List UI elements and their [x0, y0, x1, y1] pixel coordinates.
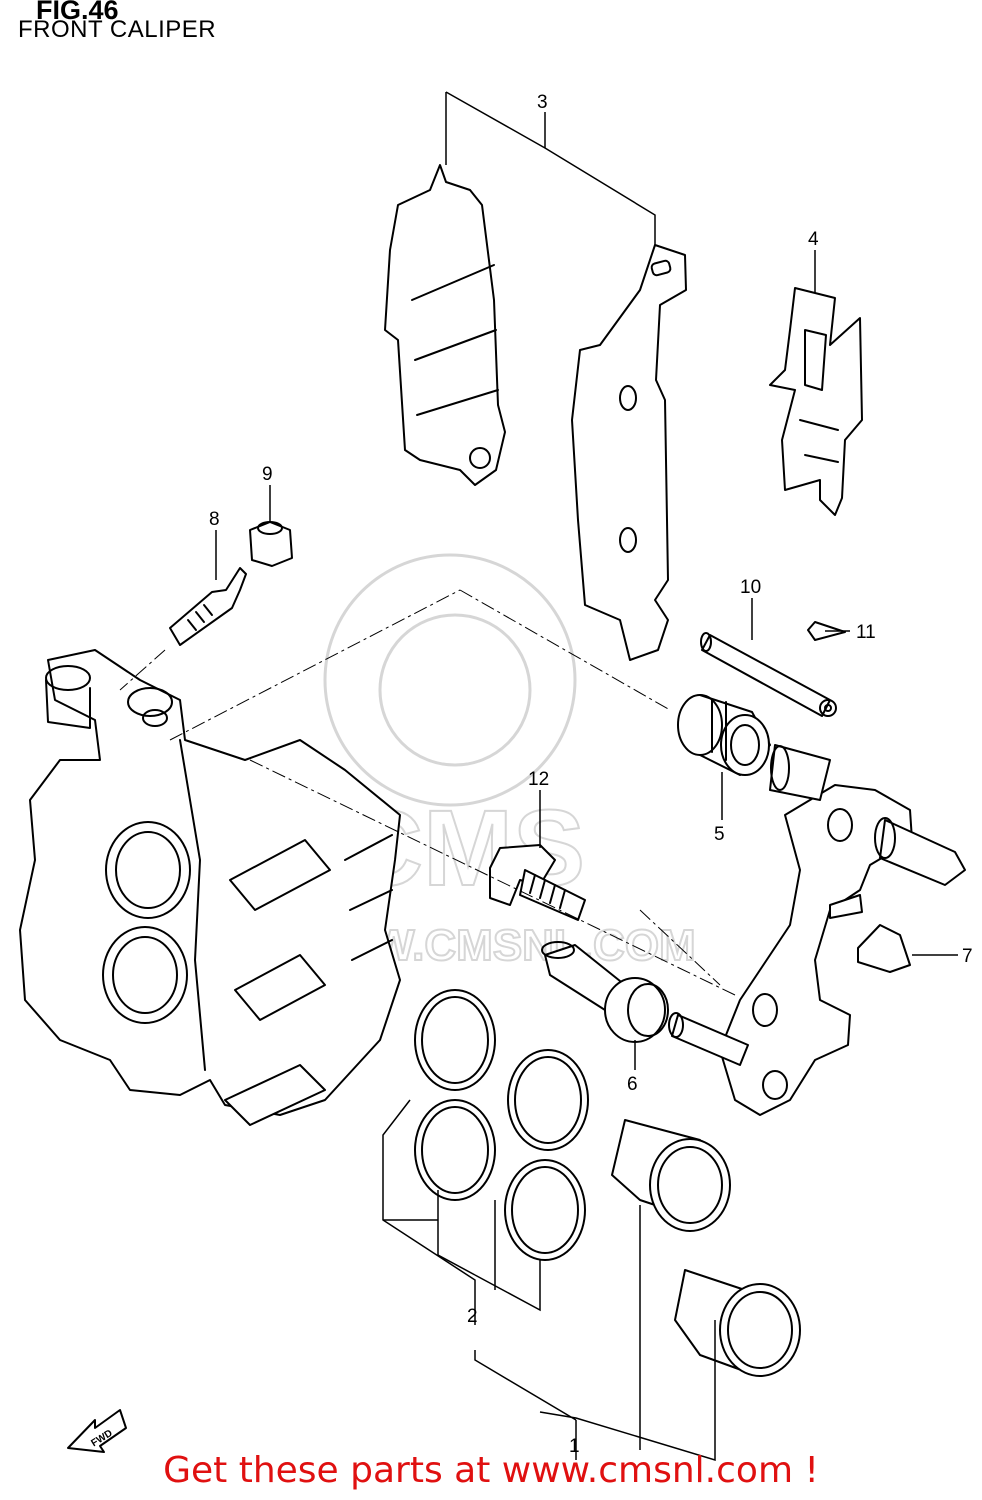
caliper-body	[19, 649, 401, 1126]
callout-11: 11	[856, 622, 876, 643]
callout-12: 12	[528, 769, 549, 790]
leader-lines	[215, 91, 958, 1462]
fwd-arrow-icon: FWD	[67, 1409, 127, 1453]
part-3-brake-pads	[384, 164, 687, 661]
part-1-pistons	[611, 1119, 801, 1377]
guide-lines	[119, 589, 736, 996]
part-4-pad-spring	[769, 287, 863, 516]
part-7-clip	[857, 924, 911, 973]
callout-4: 4	[808, 229, 819, 250]
part-8-bleeder-screw	[169, 567, 247, 646]
figure-number: FIG.46	[36, 0, 119, 25]
part-6-pin-boot	[541, 941, 669, 1043]
part-12-bolt	[489, 844, 586, 921]
callouts: 1 2 3 4 5 6 7 8 9 10 11 12	[209, 92, 973, 1457]
part-5-boot	[677, 694, 771, 776]
callout-9: 9	[262, 464, 273, 485]
part-2-seals	[414, 989, 589, 1261]
callout-5: 5	[714, 824, 725, 845]
callout-3: 3	[537, 92, 548, 113]
callout-1: 1	[569, 1436, 580, 1457]
callout-10: 10	[740, 577, 761, 598]
part-9-bleeder-cap	[249, 521, 293, 567]
caliper-bracket	[668, 744, 966, 1116]
callout-7: 7	[962, 946, 973, 967]
figure-title: FRONT CALIPER	[18, 16, 217, 43]
callout-6: 6	[627, 1074, 638, 1095]
callout-2: 2	[467, 1306, 478, 1327]
callout-8: 8	[209, 509, 220, 530]
footer-cta[interactable]: Get these parts at www.cmsnl.com !	[163, 1450, 819, 1491]
part-10-pad-pin	[700, 632, 837, 717]
